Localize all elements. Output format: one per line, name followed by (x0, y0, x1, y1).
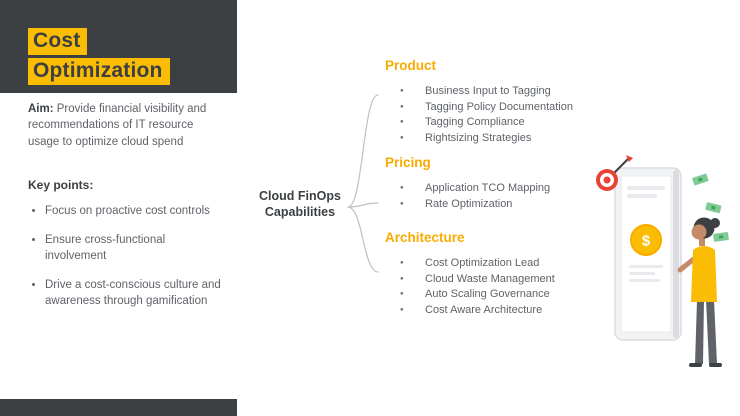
key-points-list: Focus on proactive cost controls Ensure … (28, 203, 224, 309)
list-item: Rightsizing Strategies (385, 131, 595, 147)
page-title: Cost Optimization (28, 28, 170, 88)
branch-connector-lines (347, 94, 379, 273)
aim-text: Provide financial visibility and recomme… (28, 103, 207, 148)
list-item: Auto Scaling Governance (385, 287, 595, 303)
center-node-line-2: Capabilities (264, 205, 336, 220)
category-product: Product Business Input to Tagging Taggin… (385, 58, 595, 146)
category-architecture: Architecture Cost Optimization Lead Clou… (385, 230, 595, 318)
list-item: Rate Optimization (385, 197, 595, 213)
category-architecture-list: Cost Optimization Lead Cloud Waste Manag… (385, 256, 595, 318)
page-title-line-1: Cost (28, 28, 88, 56)
category-pricing-list: Application TCO Mapping Rate Optimizatio… (385, 181, 595, 212)
page-title-line-2: Optimization (28, 58, 170, 86)
dollar-badge: $ (630, 224, 662, 256)
category-product-heading: Product (385, 58, 437, 73)
center-node-label: Cloud FinOps Capabilities (246, 188, 354, 221)
category-architecture-heading: Architecture (385, 230, 465, 245)
list-item: Ensure cross-functional involvement (45, 232, 224, 264)
aim-paragraph: Aim: Provide financial visibility and re… (28, 101, 224, 150)
list-item: Drive a cost-conscious culture and aware… (45, 277, 224, 309)
title-panel: Cost Optimization (0, 0, 237, 93)
tablet-illustration: $ (614, 167, 682, 341)
finops-illustration: $ (596, 155, 729, 367)
person-illustration (677, 217, 722, 367)
key-points-heading: Key points: (28, 177, 94, 192)
list-item: Business Input to Tagging (385, 84, 595, 100)
bottom-accent-bar (0, 399, 237, 416)
list-item: Tagging Compliance (385, 115, 595, 131)
list-item: Cost Optimization Lead (385, 256, 595, 272)
list-item: Cost Aware Architecture (385, 303, 595, 319)
list-item: Application TCO Mapping (385, 181, 595, 197)
category-pricing-heading: Pricing (385, 155, 431, 170)
list-item: Cloud Waste Management (385, 272, 595, 288)
center-node-line-1: Cloud FinOps (259, 189, 341, 203)
dollar-sign-glyph: $ (642, 233, 651, 250)
list-item: Focus on proactive cost controls (45, 203, 224, 219)
target-icon (596, 155, 633, 191)
category-product-list: Business Input to Tagging Tagging Policy… (385, 84, 595, 146)
aim-label: Aim: (28, 103, 54, 115)
left-text-column: Aim: Provide financial visibility and re… (28, 101, 224, 322)
list-item: Tagging Policy Documentation (385, 100, 595, 116)
category-pricing: Pricing Application TCO Mapping Rate Opt… (385, 155, 595, 212)
